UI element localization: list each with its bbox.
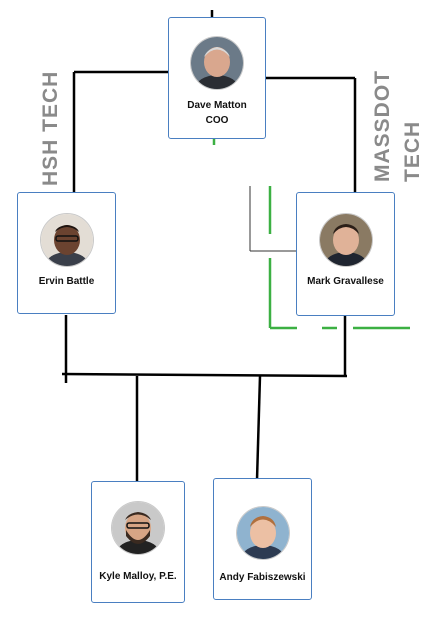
avatar-photo	[319, 214, 372, 266]
hsh-tech-label: HSH TECH	[39, 71, 63, 186]
mark-name: Mark Gravallese	[307, 276, 384, 287]
connector-bus	[61, 372, 348, 378]
coo-name: Dave Matton	[187, 100, 247, 111]
avatar-photo	[191, 37, 243, 89]
coo-title: COO	[205, 115, 229, 126]
thin-connector	[249, 186, 296, 252]
hsh-tech-text: HSH TECH	[39, 70, 62, 186]
card-andy-fabiszewski[interactable]: Andy Fabiszewski	[213, 478, 312, 600]
card-mark-gravallese[interactable]: Mark Gravallese	[296, 192, 395, 316]
massdot-tech-label: MASSDOT TECH	[368, 70, 428, 182]
avatar-photo	[236, 507, 289, 559]
black-connectors	[61, 10, 357, 482]
card-coo[interactable]: Dave Matton COO	[168, 17, 266, 139]
green-connectors	[212, 138, 410, 330]
ervin-name: Ervin Battle	[38, 276, 95, 287]
card-ervin-battle[interactable]: Ervin Battle	[17, 192, 116, 314]
avatar-photo	[112, 502, 164, 554]
tech-text: TECH	[401, 120, 424, 182]
andy-name: Andy Fabiszewski	[219, 572, 306, 583]
avatar-photo	[40, 214, 93, 266]
kyle-name: Kyle Malloy, P.E.	[99, 571, 177, 582]
connector-to-andy	[255, 375, 262, 481]
card-kyle-malloy[interactable]: Kyle Malloy, P.E.	[91, 481, 185, 603]
massdot-text: MASSDOT	[371, 70, 394, 182]
